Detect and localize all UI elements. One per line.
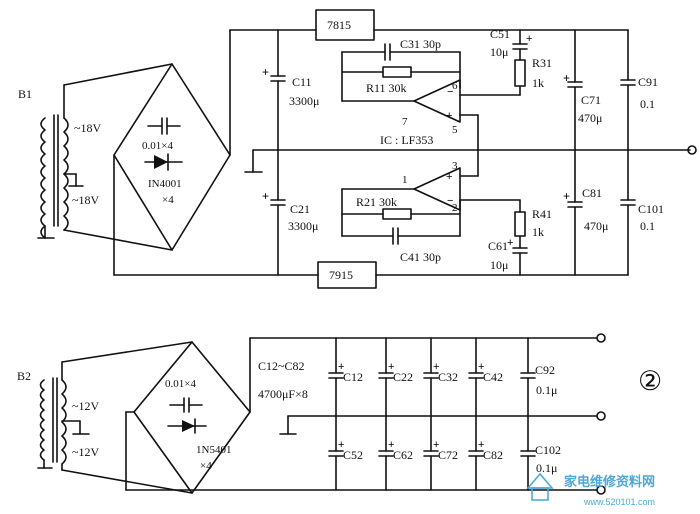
label-r41: R41: [532, 207, 553, 221]
label-bridge-cap-1: 0.01×4: [142, 140, 173, 152]
label-c11-value: 3300μ: [289, 94, 320, 108]
label-bridge-diode-1: IN4001: [148, 178, 182, 190]
label-c92: C92: [535, 363, 556, 377]
svg-text:+: +: [388, 361, 394, 373]
label-c31: C31 30p: [400, 37, 442, 51]
label-7815: 7815: [327, 18, 351, 32]
label-pin1: 1: [402, 174, 408, 186]
label-c102-value: 0.1μ: [536, 461, 558, 475]
label-pin2: 2: [452, 202, 458, 214]
label-c101-value: 0.1: [640, 219, 655, 233]
svg-text:+: +: [478, 439, 484, 451]
label-c61: C61: [488, 239, 509, 253]
svg-text:+: +: [563, 71, 570, 85]
svg-text:−: −: [447, 86, 453, 98]
label-c42: C42: [483, 370, 504, 384]
label-c92-value: 0.1μ: [536, 383, 558, 397]
watermark-url: www.520101.com: [584, 497, 656, 507]
label-pin6: 6: [452, 80, 458, 92]
svg-text:+: +: [446, 171, 452, 183]
label-b2: B2: [17, 369, 32, 383]
label-sec-upper-12v: ~12V: [72, 399, 100, 413]
label-bridge-diode-2: 1N5401: [196, 444, 232, 456]
label-c101: C101: [638, 202, 665, 216]
label-c11: C11: [292, 75, 312, 89]
label-c62: C62: [393, 448, 414, 462]
label-sec-lower-18v: ~18V: [72, 193, 100, 207]
svg-text:+: +: [478, 361, 484, 373]
label-bridge-cap-2: 0.01×4: [165, 378, 196, 390]
label-c12: C12: [343, 370, 364, 384]
filter-caps-upper: + + + +: [328, 337, 536, 417]
label-pin5: 5: [452, 124, 458, 136]
bottom-power-supply: + + + + + + + +: [37, 333, 606, 501]
figure-number: ②: [638, 366, 663, 396]
label-b1: B1: [18, 87, 33, 101]
label-c51-value: 10μ: [490, 45, 509, 59]
label-c51: C51: [490, 27, 511, 41]
bridge-rectifier-1: [113, 63, 231, 251]
watermark-house-icon: [526, 472, 554, 501]
label-pin3: 3: [452, 160, 458, 172]
label-7915: 7915: [329, 268, 353, 282]
label-c41: C41 30p: [400, 250, 442, 264]
label-r31-value: 1k: [532, 76, 544, 90]
filter-caps-lower: + + + +: [328, 415, 536, 491]
top-power-supply: + + − +: [37, 9, 697, 289]
watermark-text: 家电维修资料网: [564, 474, 656, 489]
label-c91: C91: [638, 75, 659, 89]
svg-text:+: +: [388, 439, 394, 451]
label-c21-value: 3300μ: [288, 219, 319, 233]
svg-text:+: +: [526, 33, 532, 45]
svg-text:+: +: [446, 110, 452, 122]
label-cap-spec: 4700μF×8: [258, 387, 308, 401]
opamp-upper: − + +: [341, 29, 532, 151]
label-c102: C102: [535, 443, 562, 457]
label-c71: C71: [581, 93, 602, 107]
label-c71-value: 470μ: [578, 111, 603, 125]
svg-text:+: +: [338, 361, 344, 373]
label-pin7: 7: [402, 116, 408, 128]
label-c81: C81: [582, 186, 603, 200]
svg-text:−: −: [447, 195, 453, 207]
svg-text:+: +: [262, 189, 269, 203]
label-r11: R11 30k: [366, 81, 407, 95]
capacitor-c81: +: [563, 149, 583, 276]
opamp-lower: + − +: [341, 149, 528, 276]
svg-text:+: +: [338, 439, 344, 451]
label-c61-value: 10μ: [490, 258, 509, 272]
svg-text:+: +: [507, 237, 513, 249]
label-c91-value: 0.1: [640, 97, 655, 111]
transformer-b2: [37, 377, 90, 469]
label-r31: R31: [532, 56, 553, 70]
label-r21: R21 30k: [356, 195, 398, 209]
capacitor-c101: [620, 149, 636, 276]
label-c22: C22: [393, 370, 414, 384]
transformer-b1: [37, 114, 84, 239]
label-r41-value: 1k: [532, 225, 544, 239]
regulator-7815: [315, 9, 375, 41]
label-c21: C21: [290, 202, 311, 216]
capacitor-c91: [620, 29, 636, 151]
capacitor-c71: +: [563, 29, 583, 151]
svg-text:+: +: [262, 65, 269, 79]
label-c81-value: 470μ: [584, 219, 609, 233]
label-bridge-count-2: ×4: [200, 460, 212, 472]
label-sec-upper-18v: ~18V: [74, 121, 102, 135]
label-c32: C32: [438, 370, 459, 384]
label-bridge-count-1: ×4: [162, 194, 174, 206]
bridge-rectifier-2: [133, 341, 251, 494]
label-c72: C72: [438, 448, 459, 462]
label-sec-lower-12v: ~12V: [72, 445, 100, 459]
label-c82: C82: [483, 448, 504, 462]
label-cap-range: C12~C82: [258, 359, 305, 373]
capacitor-c21: +: [262, 149, 286, 276]
label-ic: IC : LF353: [380, 133, 434, 147]
svg-text:+: +: [433, 361, 439, 373]
svg-text:+: +: [563, 189, 570, 203]
label-c52: C52: [343, 448, 364, 462]
capacitor-c11: +: [262, 29, 286, 151]
svg-text:+: +: [433, 439, 439, 451]
